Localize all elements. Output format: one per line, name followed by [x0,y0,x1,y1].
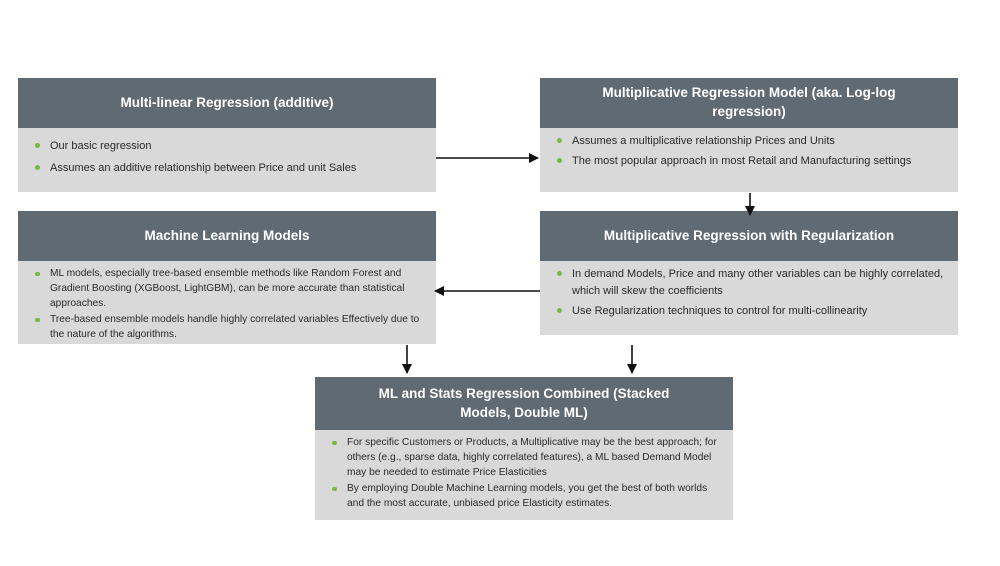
bullet-dot-icon [557,308,562,313]
list-item: For specific Customers or Products, a Mu… [329,436,721,480]
bullet-dot-icon [35,271,40,276]
box-title: Multiplicative Regression with Regulariz… [540,211,958,261]
list-item: Our basic regression [32,138,422,155]
box-body: Our basic regression Assumes an additive… [18,128,436,192]
box-ml-stats-combined: ML and Stats Regression Combined (Stacke… [315,377,733,520]
box-title: Multiplicative Regression Model (aka. Lo… [540,78,958,128]
box-body: Assumes a multiplicative relationship Pr… [540,128,958,192]
box-body: ML models, especially tree-based ensembl… [18,261,436,344]
bullet-dot-icon [557,157,562,163]
box-body: In demand Models, Price and many other v… [540,261,958,335]
box-title: Machine Learning Models [18,211,436,261]
list-item: Assumes an additive relationship between… [32,160,422,177]
bullet-dot-icon [35,143,40,148]
list-item: ML models, especially tree-based ensembl… [32,267,426,311]
list-item: In demand Models, Price and many other v… [554,266,944,299]
list-item: Assumes a multiplicative relationship Pr… [554,133,944,150]
box-multiplicative-regression-regularization: Multiplicative Regression with Regulariz… [540,211,958,335]
bullet-dot-icon [332,486,337,492]
bullet-dot-icon [557,138,562,143]
box-title: ML and Stats Regression Combined (Stacke… [315,377,733,430]
bullet-dot-icon [35,317,40,323]
list-item: Use Regularization techniques to control… [554,303,944,320]
box-title: Multi-linear Regression (additive) [18,78,436,128]
list-item: By employing Double Machine Learning mod… [329,482,721,512]
bullet-dot-icon [557,271,562,276]
box-multiplicative-regression-model: Multiplicative Regression Model (aka. Lo… [540,78,958,192]
box-machine-learning-models: Machine Learning Models ML models, espec… [18,211,436,344]
list-item: Tree-based ensemble models handle highly… [32,313,426,343]
bullet-dot-icon [35,164,40,170]
list-item: The most popular approach in most Retail… [554,153,944,170]
box-body: For specific Customers or Products, a Mu… [315,430,733,520]
bullet-dot-icon [332,440,337,445]
box-multi-linear-regression: Multi-linear Regression (additive) Our b… [18,78,436,192]
